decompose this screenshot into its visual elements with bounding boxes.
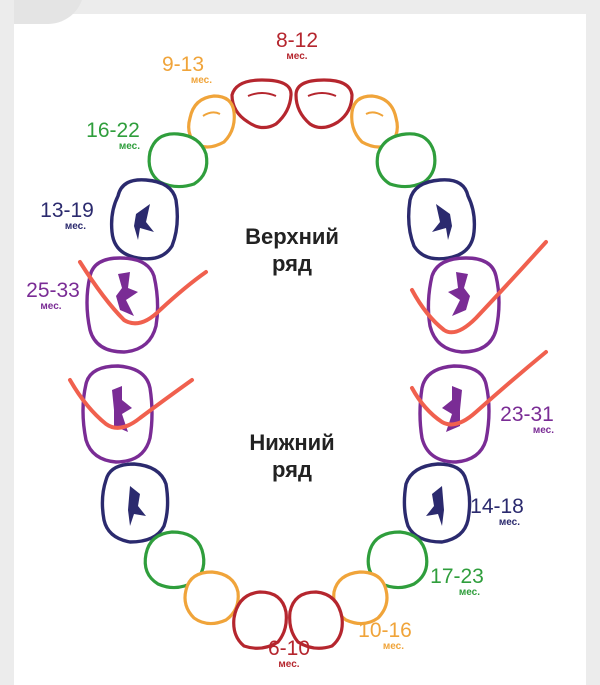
- label-upper-incisors: 8-12 мес.: [262, 30, 332, 62]
- label-lower-second-molar-months: 23-31: [500, 403, 554, 426]
- label-upper-first-molar-months: 13-19: [40, 199, 94, 222]
- label-upper-canine-unit: мес.: [118, 141, 140, 152]
- label-lower-incisors-unit: мес.: [278, 659, 300, 670]
- tooth-lower-central-incisor-right: [288, 590, 344, 650]
- label-upper-canine-months: 16-22: [86, 119, 140, 142]
- annotation-mark-upper-left: [78, 260, 208, 326]
- label-upper-lateral-months: 9-13: [161, 53, 205, 76]
- lower-row-label: Нижний ряд: [212, 430, 372, 484]
- label-upper-first-molar: 13-19 мес.: [34, 200, 100, 232]
- annotation-mark-lower-right: [410, 350, 548, 427]
- label-upper-second-molar-unit: мес.: [40, 301, 62, 312]
- label-lower-canine-months: 17-23: [430, 565, 484, 588]
- tooth-lower-lateral-incisor-left: [183, 570, 240, 626]
- label-lower-incisors: 6-10 мес.: [256, 638, 322, 670]
- label-lower-first-molar-months: 14-18: [470, 495, 524, 518]
- annotation-mark-lower-left: [68, 378, 194, 430]
- upper-row-subtitle: ряд: [272, 250, 312, 276]
- label-lower-lateral-unit: мес.: [382, 641, 404, 652]
- tooth-upper-canine-left: [147, 132, 209, 189]
- label-lower-lateral: 10-16 мес.: [352, 620, 418, 652]
- tooth-upper-central-incisor-right: [294, 78, 354, 130]
- label-upper-second-molar: 25-33 мес.: [20, 280, 86, 312]
- label-lower-first-molar-unit: мес.: [498, 517, 520, 528]
- label-lower-canine-unit: мес.: [458, 587, 480, 598]
- tooth-lower-central-incisor-left: [232, 590, 288, 650]
- label-upper-lateral-unit: мес.: [190, 75, 212, 86]
- tooth-upper-canine-right: [375, 132, 437, 189]
- label-lower-incisors-months: 6-10: [267, 637, 311, 660]
- label-lower-second-molar: 23-31 мес.: [494, 404, 560, 436]
- label-upper-first-molar-unit: мес.: [64, 221, 86, 232]
- label-upper-incisors-months: 8-12: [275, 29, 319, 52]
- label-lower-lateral-months: 10-16: [358, 619, 412, 642]
- label-lower-first-molar: 14-18 мес.: [464, 496, 530, 528]
- tooth-upper-central-incisor-left: [230, 78, 293, 130]
- label-lower-second-molar-unit: мес.: [532, 425, 554, 436]
- label-upper-canine: 16-22 мес.: [80, 120, 146, 152]
- tooth-lower-lateral-incisor-right: [332, 570, 389, 626]
- label-upper-incisors-unit: мес.: [286, 51, 308, 62]
- annotation-mark-upper-right: [410, 240, 548, 335]
- tooth-upper-lateral-incisor-right: [350, 94, 399, 149]
- lower-row-subtitle: ряд: [272, 456, 312, 482]
- upper-row-title: Верхний: [245, 224, 339, 249]
- label-upper-lateral: 9-13 мес.: [150, 54, 216, 86]
- lower-row-title: Нижний: [249, 430, 335, 455]
- label-upper-second-molar-months: 25-33: [26, 279, 80, 302]
- label-lower-canine: 17-23 мес.: [424, 566, 490, 598]
- tooth-lower-canine-left: [143, 530, 206, 590]
- upper-row-label: Верхний ряд: [212, 224, 372, 278]
